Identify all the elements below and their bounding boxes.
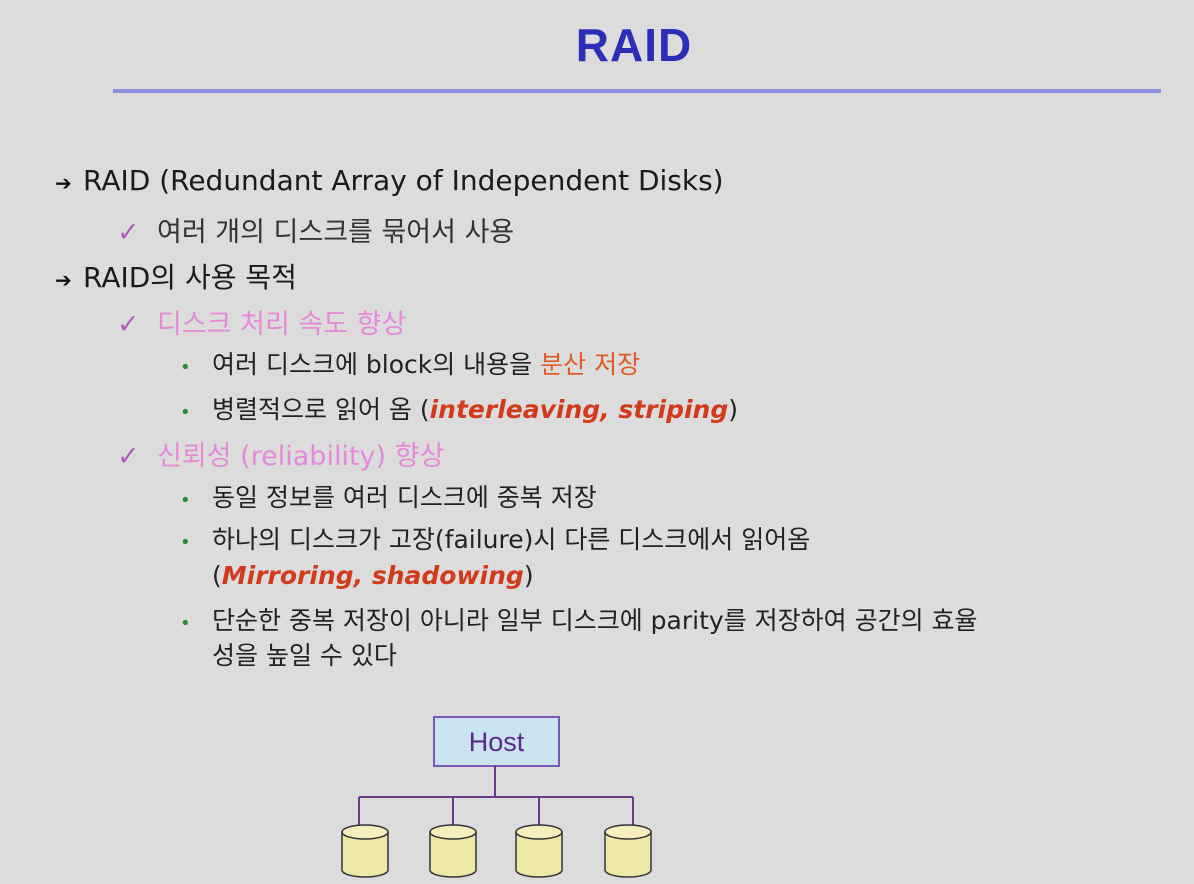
checkmark-icon: ✓ [117, 441, 140, 472]
disk-icon-1 [341, 824, 389, 878]
dot-icon: • [180, 532, 191, 553]
dot-icon: • [180, 402, 191, 423]
sub-heading-text: 디스크 처리 속도 향상 [157, 309, 407, 340]
checkmark-icon: ✓ [117, 217, 140, 248]
item-distributed-storage: • 여러 디스크에 block의 내용을 분산 저장 [180, 345, 640, 381]
disk-icon-4 [604, 824, 652, 878]
sub-heading-text: 신뢰성 (reliability) 향상 [157, 441, 445, 472]
sub-bullet-combine-disks: ✓ 여러 개의 디스크를 묶어서 사용 [117, 210, 514, 249]
checkmark-icon: ✓ [117, 309, 140, 340]
item-text: ( [212, 561, 222, 590]
item-text: 단순한 중복 저장이 아니라 일부 디스크에 parity를 저장하여 공간의 … [212, 606, 978, 635]
item-highlight: 분산 저장 [540, 350, 641, 379]
item-text: 동일 정보를 여러 디스크에 중복 저장 [212, 483, 597, 512]
item-text-close: ) [523, 561, 534, 590]
bullet-text: RAID (Redundant Array of Independent Dis… [83, 164, 724, 197]
bullet-text: RAID의 사용 목적 [83, 261, 297, 294]
item-text-close: ) [728, 395, 739, 424]
dot-icon: • [180, 613, 191, 634]
item-duplicate-storage: • 동일 정보를 여러 디스크에 중복 저장 [180, 478, 597, 514]
arrow-bullet-icon: ➔ [55, 171, 72, 195]
bullet-raid-purpose: ➔ RAID의 사용 목적 [55, 256, 297, 296]
host-box: Host [433, 716, 560, 767]
slide-title: RAID [575, 19, 693, 71]
disk-icon-2 [429, 824, 477, 878]
item-emphasis: Mirroring, shadowing [221, 561, 524, 590]
dot-icon: • [180, 490, 191, 511]
arrow-bullet-icon: ➔ [55, 268, 72, 292]
item-parity-continued: 성을 높일 수 있다 [212, 641, 397, 670]
item-text: 여러 디스크에 block의 내용을 [212, 350, 541, 379]
item-parity: • 단순한 중복 저장이 아니라 일부 디스크에 parity를 저장하여 공간의… [180, 601, 978, 637]
bullet-raid-definition: ➔ RAID (Redundant Array of Independent Di… [55, 164, 724, 197]
raid-diagram [341, 766, 652, 878]
title-rule [113, 89, 1161, 93]
dot-icon: • [180, 357, 191, 378]
item-text: 병렬적으로 읽어 옴 ( [212, 395, 430, 424]
sub-heading-reliability: ✓ 신뢰성 (reliability) 향상 [117, 434, 444, 473]
item-failure-read: • 하나의 디스크가 고장(failure)시 다른 디스크에서 읽어옴 [180, 520, 810, 556]
connector-lines [358, 766, 634, 828]
sub-bullet-text: 여러 개의 디스크를 묶어서 사용 [157, 217, 515, 248]
disk-icon-3 [515, 824, 563, 878]
item-failure-read-continued: (Mirroring, shadowing) [212, 561, 534, 590]
sub-heading-speed: ✓ 디스크 처리 속도 향상 [117, 302, 406, 341]
item-emphasis: interleaving, striping [429, 395, 729, 424]
item-text: 하나의 디스크가 고장(failure)시 다른 디스크에서 읽어옴 [212, 525, 811, 554]
item-parallel-read: • 병렬적으로 읽어 옴 (interleaving, striping) [180, 390, 738, 426]
